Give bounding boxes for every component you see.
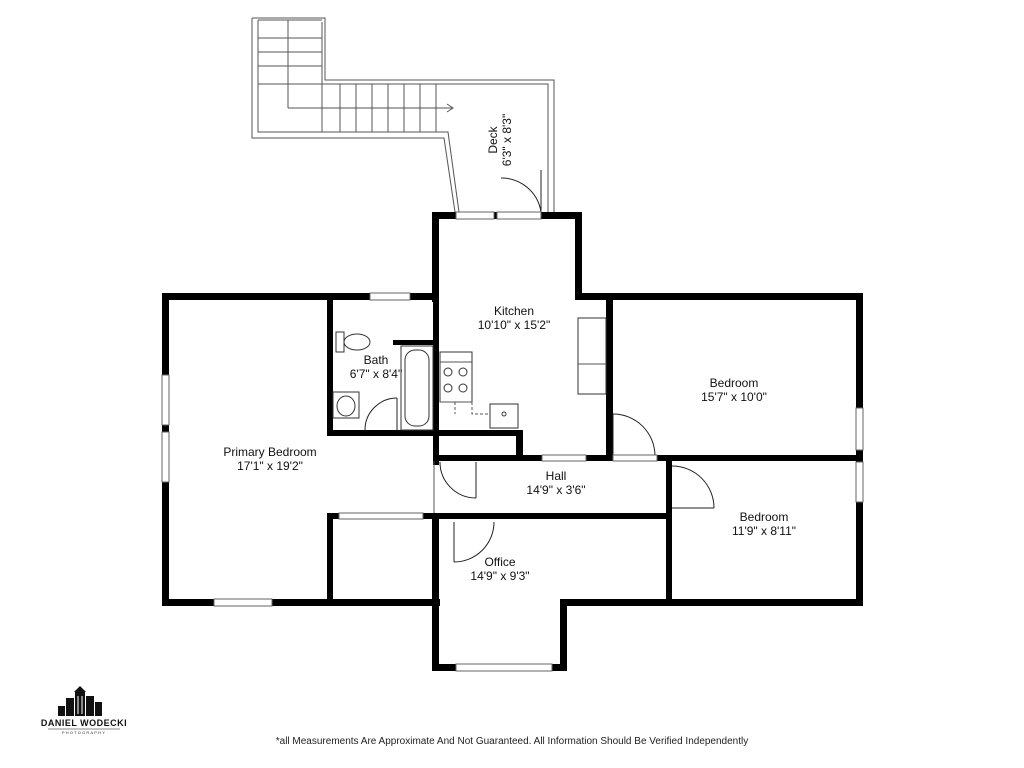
stairs (258, 19, 454, 132)
kitchen-sink-icon (489, 403, 519, 429)
deck-area (251, 17, 555, 213)
stove-icon (439, 351, 473, 403)
doors (364, 397, 715, 563)
buildings-logo-icon (58, 686, 102, 716)
deck-name: Deck (486, 125, 500, 153)
office-name: Office (484, 555, 515, 569)
bath-name: Bath (364, 353, 389, 367)
logo-name: DANIEL WODECKI (41, 718, 127, 728)
bedroom-2-dims: 11'9" x 8'11" (732, 524, 796, 538)
primary-bedroom-dims: 17'1" x 19'2" (237, 459, 303, 473)
bath-dims: 6'7" x 8'4" (350, 367, 402, 381)
hall-name: Hall (546, 469, 567, 483)
kitchen-name: Kitchen (494, 304, 534, 318)
bedroom-1-dims: 15'7" x 10'0" (701, 390, 767, 404)
fixtures (332, 317, 607, 431)
room-labels: Deck 6'3" x 8'3" Kitchen 10'10" x 15'2" … (223, 114, 796, 583)
photographer-logo: DANIEL WODECKI PHOTOGRAPHY (41, 686, 127, 735)
refrigerator-icon (577, 317, 607, 395)
kitchen-dims: 10'10" x 15'2" (478, 318, 551, 332)
primary-bedroom-name: Primary Bedroom (223, 445, 316, 459)
office-dims: 14'9" x 9'3" (470, 569, 529, 583)
windows (161, 211, 864, 672)
deck-dims: 6'3" x 8'3" (500, 114, 514, 166)
bedroom-2-name: Bedroom (740, 510, 789, 524)
bath-sink-icon (332, 391, 360, 419)
bathtub-icon (400, 345, 434, 431)
hall-dims: 14'9" x 3'6" (526, 483, 585, 497)
logo-tagline: PHOTOGRAPHY (62, 730, 106, 735)
toilet-icon (335, 331, 371, 353)
deck-label: Deck 6'3" x 8'3" (486, 114, 514, 166)
bedroom-1-name: Bedroom (710, 376, 759, 390)
disclaimer-text: *all Measurements Are Approximate And No… (275, 736, 749, 747)
